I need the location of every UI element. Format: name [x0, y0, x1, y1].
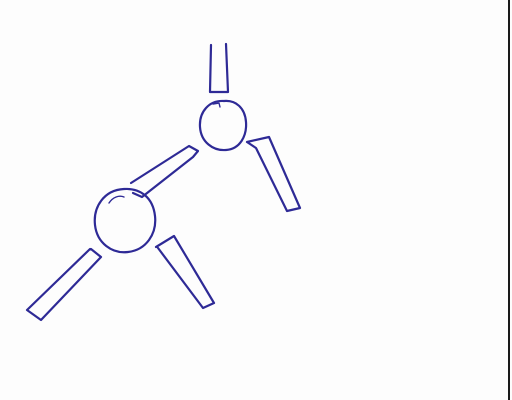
top-stub: [208, 42, 230, 94]
lower-circle-mark: [108, 195, 125, 204]
paper-edge-line: [508, 0, 510, 400]
upper-circle-mark: [212, 102, 221, 108]
upper-right-limb: [245, 135, 302, 213]
lower-left-limb: [25, 247, 103, 322]
connector-limb: [129, 144, 200, 199]
lower-right-limb: [154, 234, 216, 310]
lower-circle: [93, 187, 157, 254]
upper-circle: [198, 99, 248, 152]
